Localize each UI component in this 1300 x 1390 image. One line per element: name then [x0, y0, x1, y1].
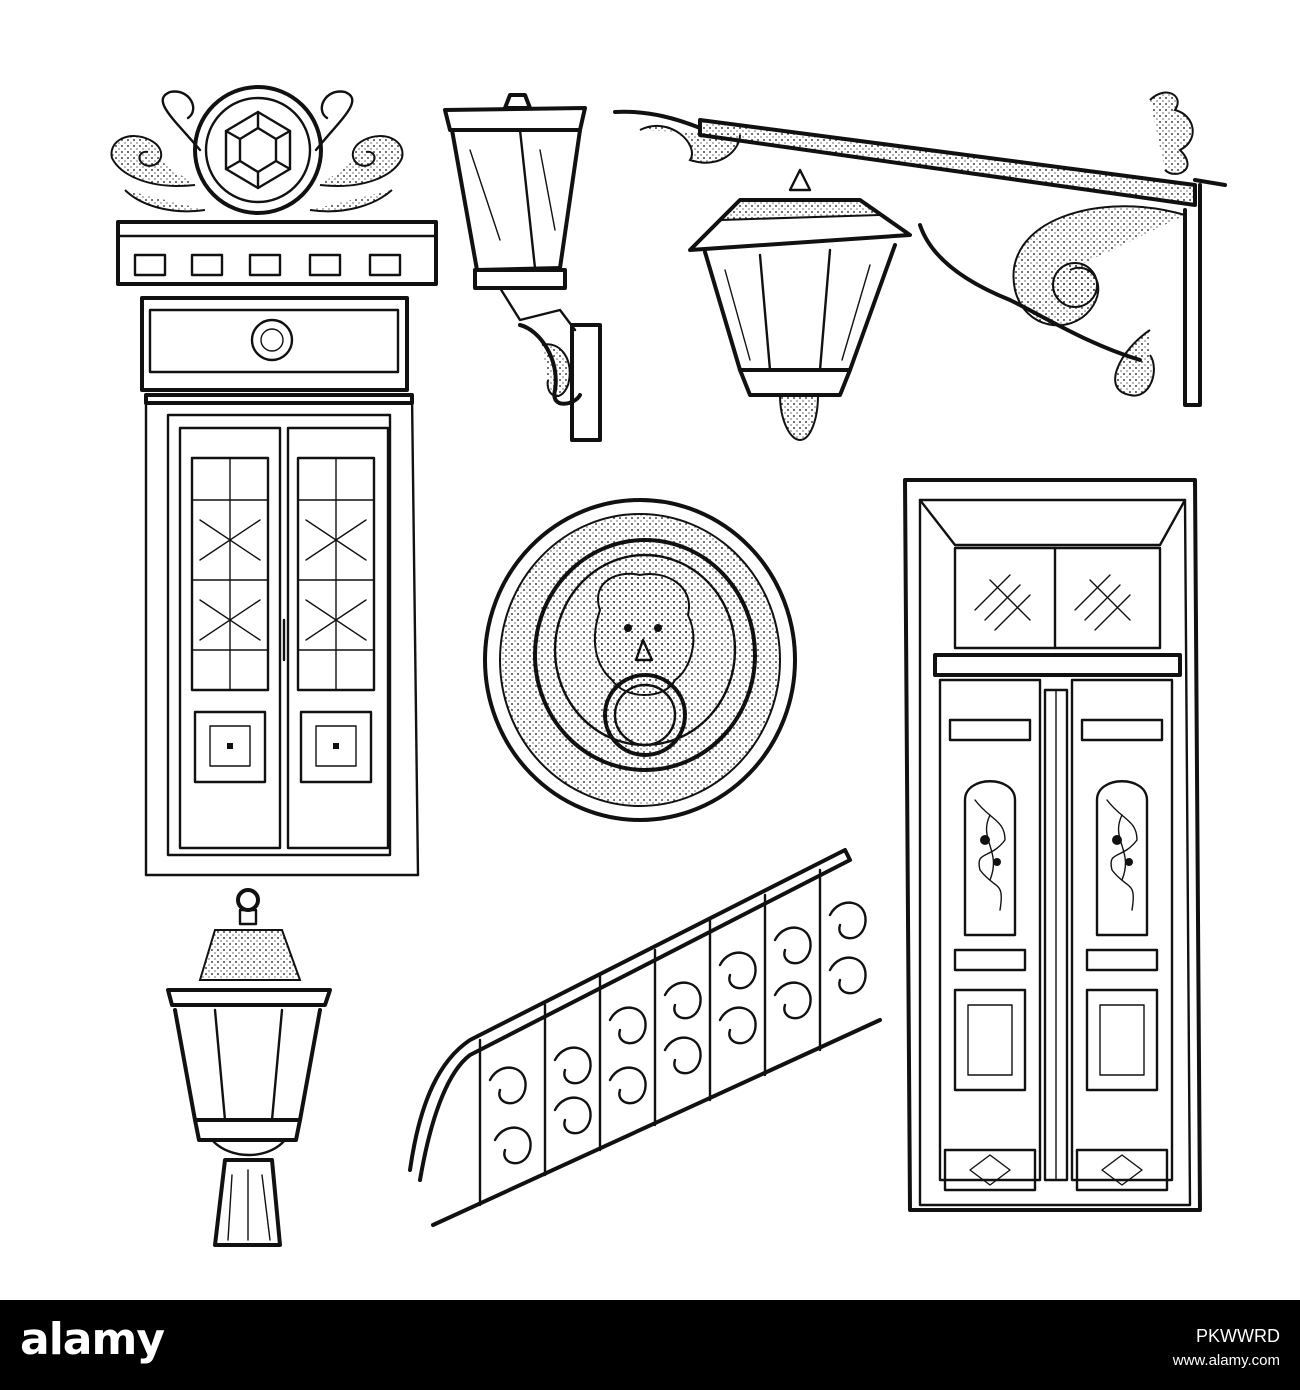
wall-lantern	[443, 93, 602, 442]
stock-photo-footer-bar: alamy PKWWRD www.alamy.com	[0, 1300, 1300, 1390]
illustration-canvas	[110, 85, 1227, 1247]
site-url-link[interactable]: www.alamy.com	[1172, 1352, 1280, 1369]
wrought-iron-stair-railing	[408, 848, 882, 1227]
ornamental-pediment	[110, 85, 438, 286]
alamy-logo[interactable]: alamy	[20, 1314, 165, 1365]
glazed-double-door	[140, 296, 420, 877]
hanging-street-lantern	[613, 91, 1227, 442]
lion-door-knocker	[483, 498, 797, 822]
image-id-label: PKWWRD	[1196, 1326, 1280, 1346]
ink-sketch-set	[110, 85, 1227, 1247]
carved-double-door	[903, 478, 1202, 1212]
post-lantern	[166, 888, 332, 1247]
